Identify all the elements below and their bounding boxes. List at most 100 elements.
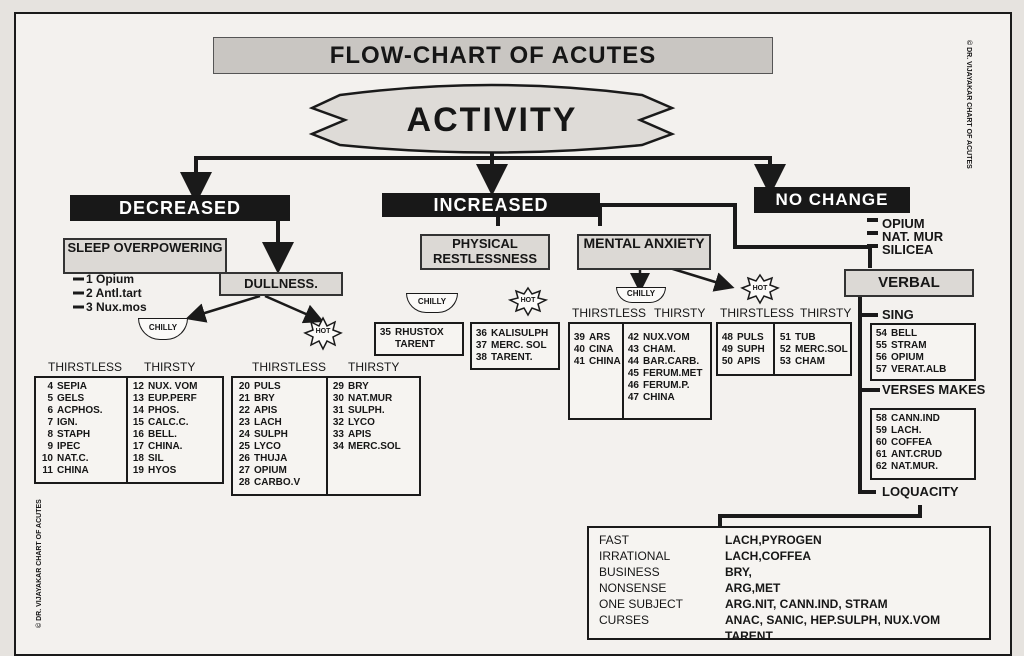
remedy-number: 35 [379,327,391,338]
remedy-number: 43 [627,344,639,355]
remedy-number: 17 [132,441,144,452]
remedy-number: 25 [238,441,250,452]
remedy-number: 10 [41,453,53,464]
loquacity-remedies: BRY, [725,565,752,579]
loquacity-remedies: LACH,COFFEA [725,549,811,563]
dullness-box: DULLNESS. [219,272,343,296]
remedy-name: OPIUM [891,352,924,363]
sleep-overpowering-box: SLEEP OVERPOWERING [63,238,227,274]
remedy-number: 19 [132,465,144,476]
loquacity-type: FAST [599,533,630,547]
column-header: THIRSTLESS [572,306,647,320]
remedy-name: STRAM [891,340,927,351]
remedy-number: 5 [47,393,53,404]
activity-label: ACTIVITY [406,101,578,139]
loquacity-type: ONE SUBJECT [599,597,684,611]
column-header: THIRSTY [800,306,852,320]
remedy-name: IPEC [57,441,81,452]
remedy-number: 15 [132,417,144,428]
remedy-name: SEPIA [57,381,88,392]
remedy-number: 50 [721,356,733,367]
remedy-name: PHOS. [148,405,180,416]
loquacity-label: LOQUACITY [882,484,959,499]
loquacity-type: IRRATIONAL [599,549,671,563]
remedy-number: 31 [332,405,344,416]
hot-burst-label: HOT [315,328,331,335]
remedy-number: 58 [875,413,887,424]
remedy-name: MERC.SOL [348,441,401,452]
remedy-number: 23 [238,417,250,428]
remedy-number: 44 [627,356,639,367]
remedy-name: BELL. [148,429,177,440]
column-header: THIRSTY [348,360,400,374]
remedy-number: 48 [721,332,733,343]
remedy-number: 22 [238,405,250,416]
remedy-number: 11 [42,465,53,476]
remedy-name: TUB [795,332,816,343]
remedy-number: 56 [875,352,887,363]
chart-title: FLOW-CHART OF ACUTES [213,37,773,74]
remedy-name: KALISULPH [491,328,549,339]
remedy-number: 47 [627,392,639,403]
remedy-name: SUPH [737,344,765,355]
remedy-row: TARENT [376,339,444,351]
remedy-number: 37 [475,340,487,351]
loquacity-remedies: ARG.NIT, CANN.IND, STRAM [725,597,888,611]
loquacity-type: NONSENSE [599,581,667,595]
remedy-number: 62 [875,461,887,472]
remedy-row: 12 NUX. VOM [129,381,198,393]
loquacity-remedies: ANAC, SANIC, HEP.SULPH, NUX.VOM TARENT [725,613,941,643]
hot-burst-label: HOT [752,285,768,292]
column-header: THIRSTLESS [720,306,795,320]
copyright-left: © DR. VIJAYAKAR CHART OF ACUTES [36,499,43,628]
remedy-name: FERUM.P. [643,380,690,391]
remedy-name: BRY [254,393,275,404]
no-change-box: NO CHANGE [754,187,910,213]
remedy-number: 36 [475,328,487,339]
remedy-name: ARS [589,332,611,343]
remedy-number: 12 [132,381,144,392]
remedy-number: 32 [332,417,344,428]
remedy-name: CHINA [643,392,675,403]
remedy-name: CHAM. [643,344,676,355]
sleep-remedy-list: 1 Opium 2 Antl.tart 3 Nux.mos [86,272,147,314]
copyright-right: © DR. VIJAYAKAR CHART OF ACUTES [965,40,972,169]
remedy-name: NUX. VOM [148,381,198,392]
remedy-number: 45 [627,368,639,379]
remedy-row: 36 KALISULPH [472,328,548,340]
loquacity-remedies: LACH,PYROGEN [725,533,822,547]
remedy-number: 34 [332,441,344,452]
remedy-name: CALC.C. [148,417,189,428]
remedy-row: 43 CHAM. [624,344,702,356]
remedy-number: 52 [779,344,791,355]
